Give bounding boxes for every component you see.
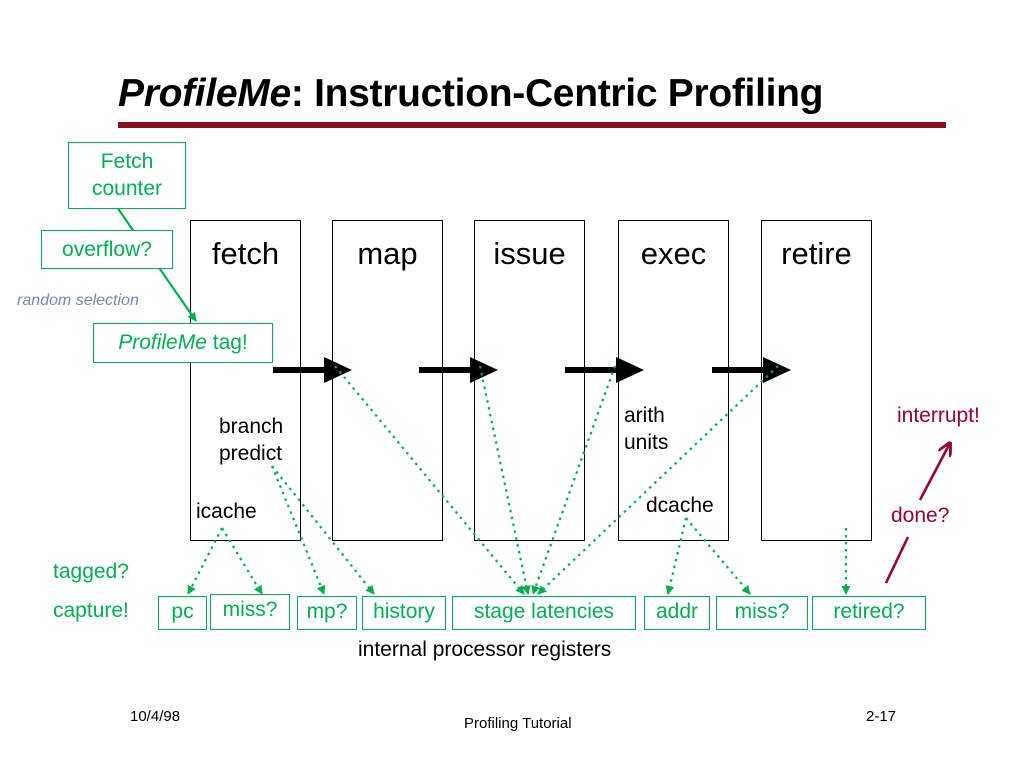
stage-box-issue bbox=[474, 220, 585, 541]
register-dcache-miss: miss? bbox=[716, 596, 808, 630]
stage-box-fetch bbox=[190, 220, 301, 541]
dcache-label: dcache bbox=[646, 494, 714, 517]
capture-label: capture! bbox=[53, 599, 129, 622]
title-italic: ProfileMe bbox=[118, 72, 291, 115]
register-history: history bbox=[362, 596, 446, 630]
stage-box-exec bbox=[618, 220, 729, 541]
profileme-tag-box: ProfileMe tag! bbox=[93, 323, 273, 363]
title-rest: : Instruction-Centric Profiling bbox=[290, 72, 824, 115]
stage-label-retire: retire bbox=[781, 236, 852, 271]
stage-label-map: map bbox=[357, 236, 418, 271]
random-selection-label: random selection bbox=[17, 292, 139, 309]
interrupt-arrow bbox=[918, 443, 950, 501]
register-mispredict: mp? bbox=[297, 596, 357, 630]
interrupt-label: interrupt! bbox=[897, 404, 980, 427]
footer-page-number: 2-17 bbox=[866, 708, 897, 725]
stage-label-fetch: fetch bbox=[211, 236, 280, 271]
footer-date: 10/4/98 bbox=[130, 708, 181, 725]
done-connector bbox=[884, 536, 910, 584]
register-icache-miss: miss? bbox=[210, 594, 290, 630]
done-label: done? bbox=[891, 504, 950, 527]
stage-label-issue: issue bbox=[493, 236, 566, 271]
tagged-label: tagged? bbox=[53, 560, 129, 583]
capture-lines bbox=[187, 365, 851, 595]
register-addr: addr bbox=[644, 596, 710, 630]
overflow-box: overflow? bbox=[41, 230, 173, 269]
registers-caption: internal processor registers bbox=[358, 638, 612, 661]
slide-title: ProfileMe: Instruction-Centric Profiling bbox=[118, 72, 824, 116]
icache-label: icache bbox=[196, 500, 257, 523]
register-retired: retired? bbox=[812, 596, 926, 630]
register-stage-latencies: stage latencies bbox=[452, 596, 636, 630]
footer-title: Profiling Tutorial bbox=[464, 715, 572, 732]
register-pc: pc bbox=[158, 596, 207, 630]
stage-box-retire bbox=[761, 220, 872, 541]
title-underline bbox=[118, 122, 946, 128]
stage-label-exec: exec bbox=[640, 236, 707, 271]
pipeline-arrows bbox=[273, 357, 791, 383]
stage-box-map bbox=[332, 220, 443, 541]
